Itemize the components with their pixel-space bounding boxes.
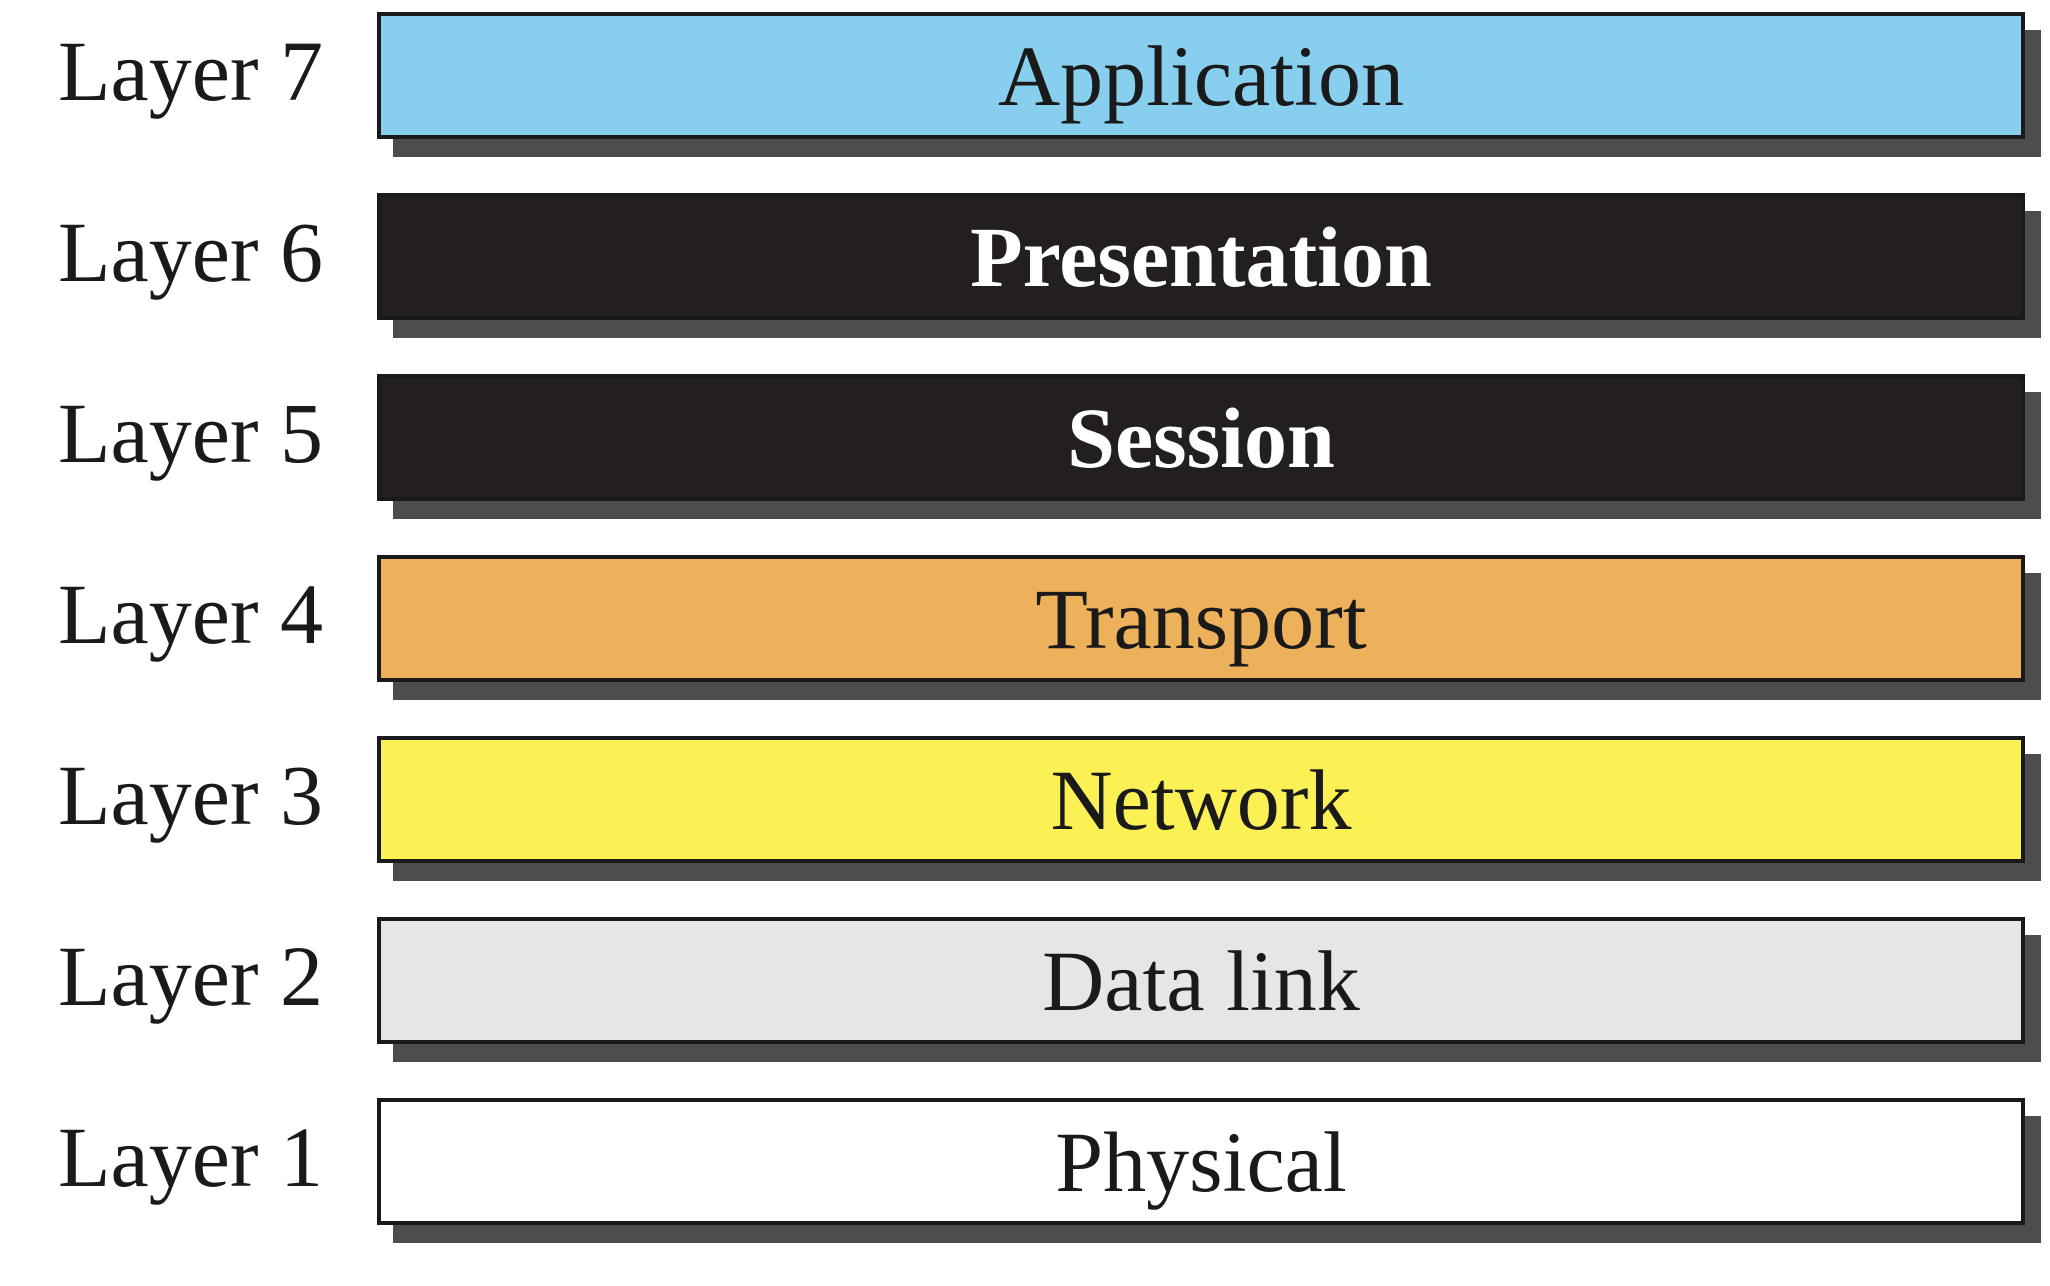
layer-number-label: Layer 4 [58,566,324,662]
layer-box-data-link: Data link [377,917,2025,1044]
layer-number-label: Layer 6 [58,204,324,300]
layer-box-presentation: Presentation [377,193,2025,320]
layer-row-6: Layer 6 Presentation [0,193,2050,338]
layer-row-2: Layer 2 Data link [0,917,2050,1062]
layer-row-5: Layer 5 Session [0,374,2050,519]
layer-number-label: Layer 2 [58,928,324,1024]
layer-number-label: Layer 7 [58,23,324,119]
layer-number-label: Layer 5 [58,385,324,481]
layer-row-7: Layer 7 Application [0,12,2050,157]
layer-row-1: Layer 1 Physical [0,1098,2050,1243]
layer-number-label: Layer 1 [58,1109,324,1205]
layer-box-session: Session [377,374,2025,501]
layer-row-4: Layer 4 Transport [0,555,2050,700]
layer-row-3: Layer 3 Network [0,736,2050,881]
layer-box-physical: Physical [377,1098,2025,1225]
layer-box-network: Network [377,736,2025,863]
layer-box-application: Application [377,12,2025,139]
layer-number-label: Layer 3 [58,747,324,843]
layer-box-transport: Transport [377,555,2025,682]
